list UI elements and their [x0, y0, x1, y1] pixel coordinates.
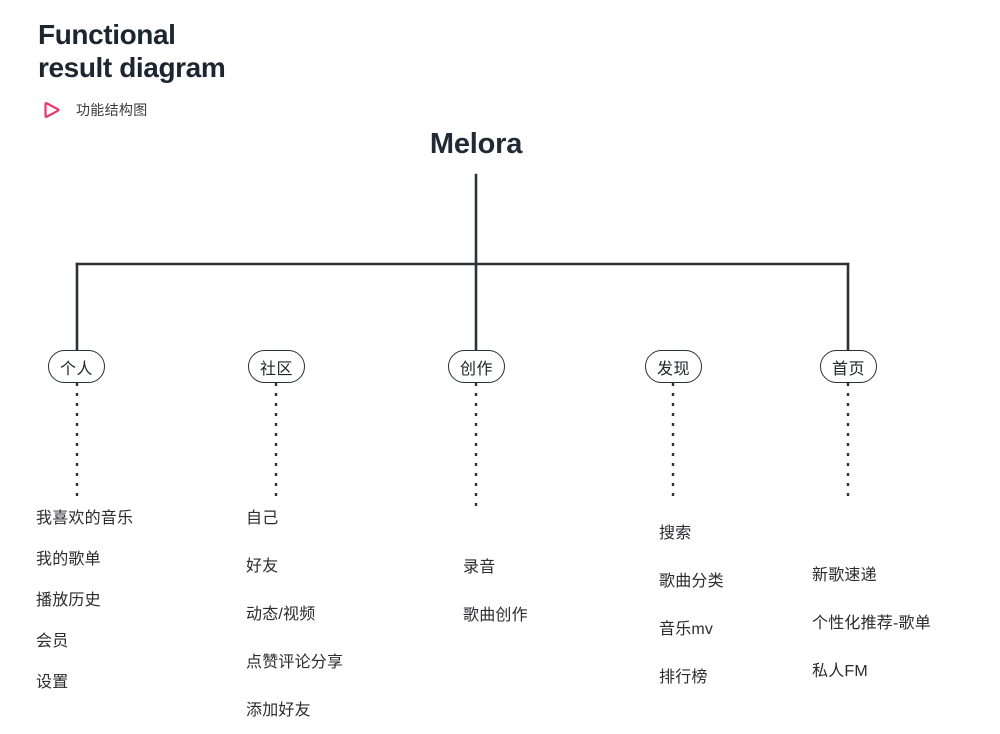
- leaf-item[interactable]: 我喜欢的音乐: [36, 510, 134, 527]
- leaf-column-community: 自己好友动态/视频点赞评论分享添加好友: [246, 511, 343, 719]
- diagram-node-community[interactable]: 社区: [248, 350, 305, 383]
- diagram-root-title-label: Melora: [429, 128, 523, 160]
- leaf-item[interactable]: 音乐mv: [659, 621, 714, 638]
- page-title: Functional result diagram: [38, 19, 226, 84]
- diagram-node-label: 创作: [460, 360, 494, 378]
- diagram-node-personal[interactable]: 个人: [48, 350, 105, 383]
- play-triangle-icon: [42, 100, 62, 120]
- leaf-item[interactable]: 我的歌单: [36, 551, 101, 568]
- header-subtitle-label: 功能结构图: [76, 102, 148, 119]
- leaf-item[interactable]: 歌曲创作: [463, 607, 528, 624]
- leaf-item[interactable]: 新歌速递: [812, 567, 877, 584]
- diagram-node-home[interactable]: 首页: [820, 350, 877, 383]
- leaf-item[interactable]: 添加好友: [246, 702, 311, 719]
- leaf-item[interactable]: 设置: [36, 674, 69, 691]
- diagram-node-label: 社区: [260, 360, 294, 378]
- leaf-item[interactable]: 搜索: [659, 525, 692, 542]
- diagram-node-discover[interactable]: 发现: [645, 350, 702, 383]
- diagram-node-label: 个人: [60, 360, 94, 378]
- page-header: Functional result diagram 功能结构图: [38, 18, 458, 120]
- leaf-item[interactable]: 动态/视频: [246, 606, 316, 623]
- leaf-item[interactable]: 自己: [246, 510, 279, 527]
- leaf-item[interactable]: 好友: [246, 558, 279, 575]
- leaf-column-discover: 搜索歌曲分类音乐mv 排行榜: [659, 526, 724, 686]
- diagram-node-label: 发现: [657, 360, 691, 378]
- header-subtitle-row: 功能结构图: [42, 100, 458, 120]
- leaf-item[interactable]: 排行榜: [659, 669, 708, 686]
- leaf-column-home: 新歌速递个性化推荐-歌单私人FM: [812, 568, 931, 680]
- leaf-column-create: 录音歌曲创作: [463, 560, 528, 624]
- leaf-item[interactable]: 个性化推荐-歌单: [812, 615, 931, 632]
- leaf-item[interactable]: 播放历史: [36, 592, 101, 609]
- diagram-node-create[interactable]: 创作: [448, 350, 505, 383]
- leaf-item[interactable]: 录音: [463, 559, 496, 576]
- leaf-item[interactable]: 私人FM: [812, 663, 868, 680]
- diagram-node-label: 首页: [832, 360, 866, 378]
- leaf-item[interactable]: 歌曲分类: [659, 573, 724, 590]
- diagram-root-title: Melora: [0, 128, 1000, 161]
- leaf-item[interactable]: 点赞评论分享: [246, 654, 344, 671]
- leaf-column-personal: 我喜欢的音乐我的歌单播放历史会员设置: [36, 511, 133, 691]
- leaf-item[interactable]: 会员: [36, 633, 69, 650]
